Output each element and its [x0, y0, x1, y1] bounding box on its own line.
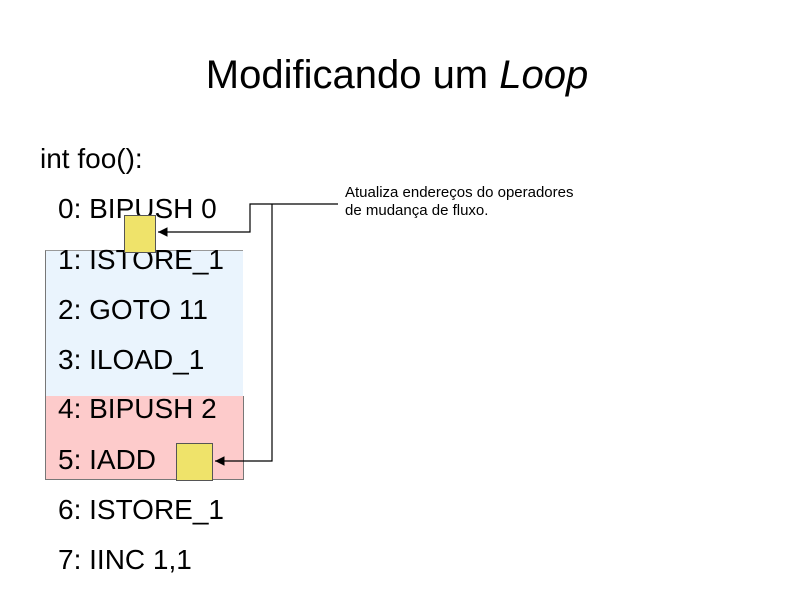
branch-source-marker [124, 215, 156, 253]
instruction-4: 4: BIPUSH 2 [58, 393, 217, 424]
instruction-7: 7: IINC 1,1 [58, 544, 192, 575]
instruction-2: 2: GOTO 11 [58, 294, 208, 325]
branch-target-marker [176, 443, 213, 481]
note-line-1: Atualiza endereços do operadores [345, 184, 574, 201]
arrow-to-marker-1 [158, 203, 272, 237]
title-italic: Loop [499, 53, 589, 97]
title-normal: Modificando um [205, 53, 500, 97]
function-label: int foo(): [40, 143, 143, 174]
loop-body-region [45, 250, 243, 397]
instruction-5: 5: IADD [58, 444, 157, 475]
instruction-3: 3: ILOAD_1 [58, 344, 205, 375]
arrow-to-marker-2 [215, 204, 273, 466]
annotation-note: Atualiza endereços do operadores de muda… [345, 184, 574, 220]
instruction-6: 6: ISTORE_1 [58, 494, 225, 525]
slide-title: Modificando um Loop [0, 52, 794, 98]
note-line-2: de mudança de fluxo. [345, 202, 489, 219]
